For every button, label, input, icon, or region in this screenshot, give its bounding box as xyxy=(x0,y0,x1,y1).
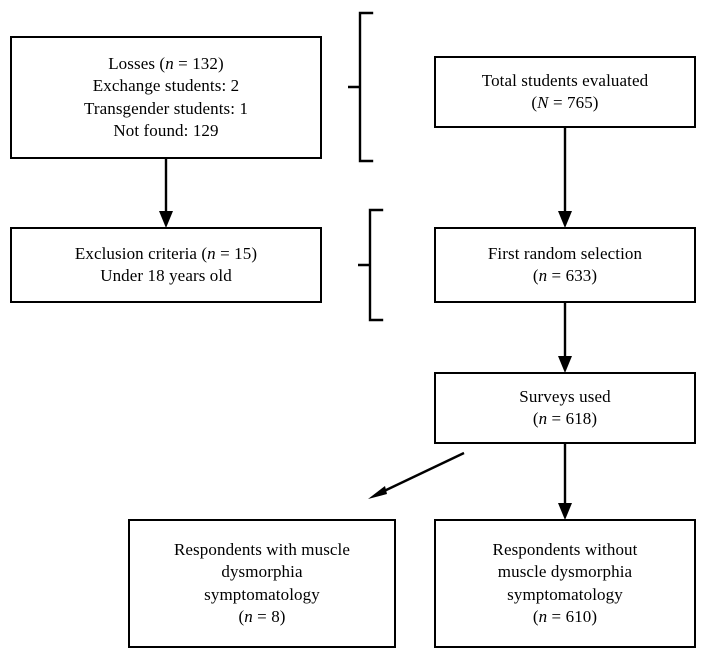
arrow-surveys-to-with-md xyxy=(368,451,465,499)
node-total-students-evaluated: Total students evaluated(N = 765) xyxy=(434,56,696,128)
arrow-total-to-first-random xyxy=(558,128,572,228)
arrow-first-random-to-surveys xyxy=(558,303,572,373)
arrow-losses-to-exclusion xyxy=(159,159,173,228)
brace-first-random-to-exclusion xyxy=(358,208,384,322)
node-exclusion-criteria-text: Exclusion criteria (n = 15)Under 18 year… xyxy=(74,243,258,285)
brace-total-to-losses xyxy=(348,11,374,163)
node-surveys-used: Surveys used(n = 618) xyxy=(434,372,696,444)
node-total-students-text: Total students evaluated(N = 765) xyxy=(481,70,649,112)
arrow-surveys-to-without-md xyxy=(558,444,572,520)
node-surveys-used-text: Surveys used(n = 618) xyxy=(519,386,611,428)
node-first-random-selection-text: First random selection(n = 633) xyxy=(487,243,643,285)
node-first-random-selection: First random selection(n = 633) xyxy=(434,227,696,303)
node-exclusion-criteria: Exclusion criteria (n = 15)Under 18 year… xyxy=(10,227,322,303)
